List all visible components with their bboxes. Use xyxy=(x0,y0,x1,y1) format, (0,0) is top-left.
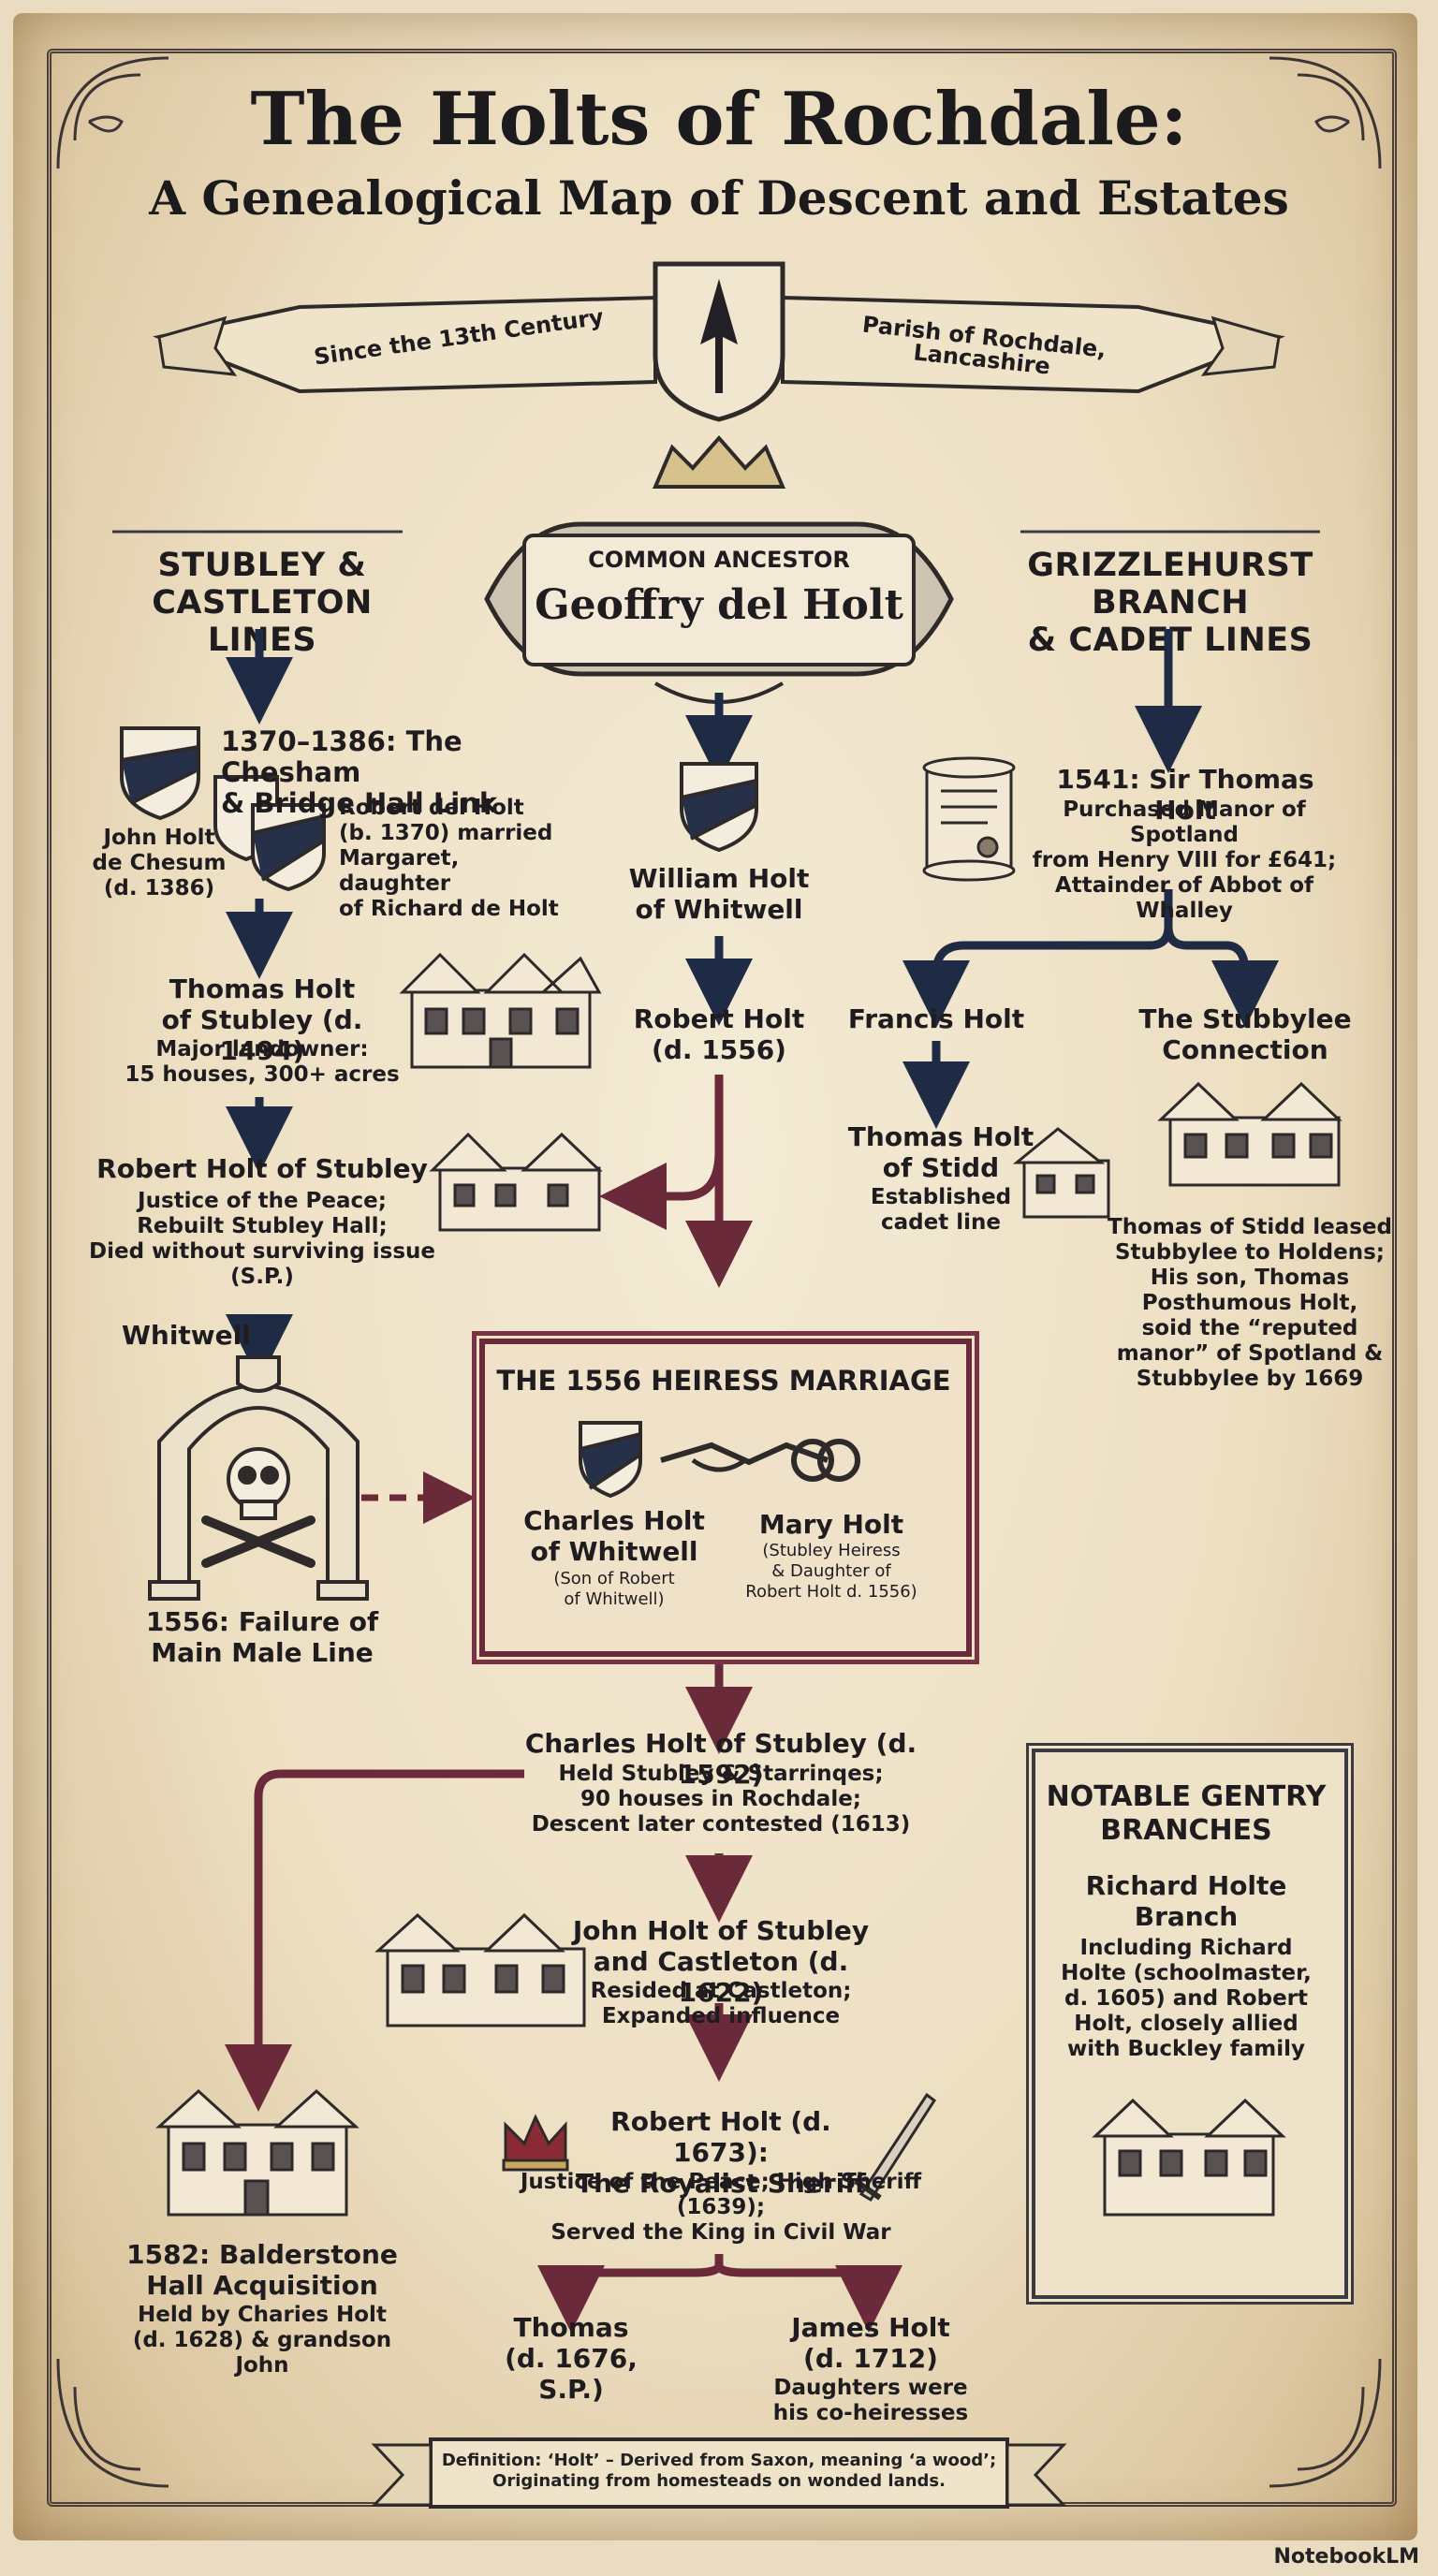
francis-holt-node: Francis Holt xyxy=(847,1003,1025,1034)
thomas-holt-stubley-name: Thomas Holt of Stubley (d. 1494) xyxy=(161,973,363,1066)
page-subtitle: A Genealogical Map of Descent and Estate… xyxy=(149,170,1289,226)
whitwell-label: Whitwell xyxy=(122,1320,251,1351)
gentry-branch-name: Richard Holte Branch xyxy=(1085,1870,1287,1932)
thomas-holt-stubley-desc: Major landowner: 15 houses, 300+ acres xyxy=(125,1037,400,1087)
william-holt-node: William Holt of Whitwell xyxy=(628,863,810,925)
gentry-title: NOTABLE GENTRY BRANCHES xyxy=(1046,1780,1327,1847)
robert-holt-stubley-name: Robert Holt of Stubley xyxy=(96,1153,428,1184)
marriage-title: THE 1556 HEIRESS MARRIAGE xyxy=(496,1365,951,1397)
charles-stubley-name: Charles Holt of Stubley (d. 1592) xyxy=(524,1728,917,1790)
sir-thomas-title: 1541: Sir Thomas Holt xyxy=(1056,764,1314,826)
stubbylee-title: The Stubbylee Connection xyxy=(1138,1003,1352,1065)
sir-thomas-desc: Purchased Manor of Spotland from Henry V… xyxy=(1032,798,1337,923)
bride-desc: (Stubley Heiress & Daughter of Robert Ho… xyxy=(745,1541,917,1602)
stubbylee-desc: Thomas of Stidd leased Stubbylee to Hold… xyxy=(1108,1215,1392,1391)
ancestor-label: COMMON ANCESTOR xyxy=(588,547,850,573)
ancestor-name: Geoffry del Holt xyxy=(535,581,903,629)
robert-holt-stubley-desc: Justice of the Peace; Rebuilt Stubley Ha… xyxy=(89,1189,435,1289)
thomas-child-node: Thomas (d. 1676, S.P.) xyxy=(505,2312,638,2405)
john-stubley-name: John Holt of Stubley and Castleton (d. 1… xyxy=(572,1915,870,2008)
balderstone-name: 1582: Balderstone Hall Acquisition xyxy=(126,2239,398,2301)
thomas-holt-stidd-name: Thomas Holt of Stidd xyxy=(847,1121,1034,1183)
john-holt-node: John Holt de Chesum (d. 1386) xyxy=(92,826,227,900)
robert-holt-1556-node: Robert Holt (d. 1556) xyxy=(633,1003,805,1065)
bride-name: Mary Holt xyxy=(758,1509,904,1540)
holt-definition: Definition: ‘Holt’ – Derived from Saxon,… xyxy=(441,2451,997,2491)
groom-name: Charles Holt of Whitwell xyxy=(523,1505,705,1567)
james-holt-name: James Holt (d. 1712) xyxy=(791,2312,950,2374)
robert-del-holt-node: Robert del Holt (b. 1370) married Margar… xyxy=(339,796,559,921)
thomas-holt-stidd-desc: Established cadet line xyxy=(870,1185,1012,1235)
heiress-marriage-box xyxy=(479,1339,972,1657)
groom-desc: (Son of Robert of Whitwell) xyxy=(553,1569,675,1609)
page-title: The Holts of Rochdale: xyxy=(250,77,1188,162)
robert-sheriff-name: Robert Holt (d. 1673): The Royalist Sher… xyxy=(576,2106,866,2199)
james-holt-desc: Daughters were his co-heiresses xyxy=(772,2376,969,2425)
notebooklm-brand: NotebookLM xyxy=(1273,2545,1419,2569)
charles-stubley-desc: Held Stubley & Starrinqes; 90 houses in … xyxy=(531,1762,911,1837)
balderstone-desc: Held by Charies Holt (d. 1628) & grandso… xyxy=(132,2303,392,2378)
robert-sheriff-desc: Justice of the Peace; High Sheriff (1639… xyxy=(520,2170,922,2245)
gentry-branch-desc: Including Richard Holte (schoolmaster, d… xyxy=(1061,1936,1312,2061)
failure-male-line: 1556: Failure of Main Male Line xyxy=(145,1606,379,1668)
john-stubley-desc: Resided at Castleton; Expanded influence xyxy=(590,1979,852,2028)
chesham-link-title: 1370–1386: The Chesham & Bridge Hall Lin… xyxy=(221,725,498,819)
